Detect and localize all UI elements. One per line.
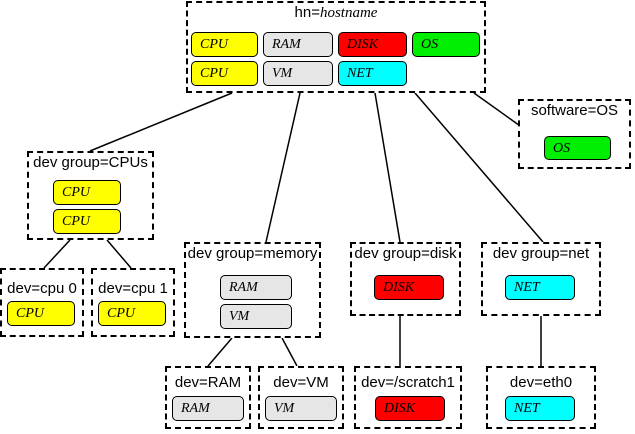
vm-device-chip: VM (265, 396, 337, 421)
edge-cpus-cpu0 (43, 239, 71, 269)
cpus-chip-cpu-2: CPU (53, 209, 121, 234)
edge-memory-ram (207, 337, 233, 367)
eth0-device-chip: NET (505, 396, 575, 421)
ram-device-node: dev=RAM RAM (165, 366, 251, 429)
disk-group-label: dev group=disk (354, 245, 457, 262)
host-chip-cpu-2: CPU (191, 61, 258, 86)
host-node-label: hn=hostname (188, 4, 484, 22)
disk-group-node: dev group=disk DISK (350, 242, 461, 316)
memory-chip-ram: RAM (220, 275, 292, 300)
scratch-device-chip: DISK (375, 396, 445, 421)
net-chip-net: NET (505, 275, 575, 300)
memory-chip-vm: VM (220, 304, 292, 329)
host-chip-net: NET (338, 61, 407, 86)
scratch-device-label: dev=/scratch1 (361, 374, 455, 391)
cpu0-chip-cpu: CPU (7, 301, 75, 326)
host-chip-ram: RAM (263, 32, 333, 57)
eth0-device-node: dev=eth0 NET (486, 366, 596, 429)
host-label-prefix: hn= (294, 4, 320, 21)
cpu1-node: dev=cpu 1 CPU (91, 268, 175, 337)
edge-host-software (473, 92, 524, 129)
net-group-node: dev group=net NET (481, 242, 601, 316)
host-node: hn=hostname CPU RAM DISK OS CPU VM NET (186, 1, 486, 93)
host-chip-vm: VM (263, 61, 333, 86)
software-node-label: software=OS (530, 102, 619, 119)
cpu1-label: dev=cpu 1 (98, 280, 168, 297)
edge-host-disk (374, 92, 401, 243)
edge-host-net (414, 92, 544, 243)
edge-cpus-cpu1 (106, 239, 132, 269)
cpus-group-node: dev group=CPUs CPU CPU (27, 151, 154, 240)
vm-device-label: dev=VM (273, 374, 329, 391)
host-chip-disk: DISK (338, 32, 407, 57)
edge-host-memory (265, 92, 301, 243)
software-node: software=OS OS (518, 99, 631, 169)
cpus-group-label: dev group=CPUs (33, 154, 148, 171)
edge-host-cpus (89, 92, 233, 152)
software-chip-os: OS (544, 136, 611, 160)
vm-device-node: dev=VM VM (258, 366, 344, 429)
ram-device-chip: RAM (172, 396, 244, 421)
cpu0-label: dev=cpu 0 (7, 280, 77, 297)
edge-memory-vm (281, 337, 298, 367)
memory-group-node: dev group=memory RAM VM (184, 242, 321, 338)
cpu1-chip-cpu: CPU (98, 301, 166, 326)
cpu0-node: dev=cpu 0 CPU (0, 268, 84, 337)
host-label-value: hostname (319, 5, 378, 21)
ram-device-label: dev=RAM (174, 374, 242, 391)
disk-chip-disk: DISK (374, 275, 444, 300)
net-group-label: dev group=net (492, 245, 590, 262)
scratch-device-node: dev=/scratch1 DISK (354, 366, 462, 429)
cpus-chip-cpu-1: CPU (53, 180, 121, 205)
memory-group-label: dev group=memory (187, 245, 318, 262)
host-chip-os: OS (412, 32, 480, 57)
host-chip-cpu-1: CPU (191, 32, 258, 57)
eth0-device-label: dev=eth0 (509, 374, 573, 391)
